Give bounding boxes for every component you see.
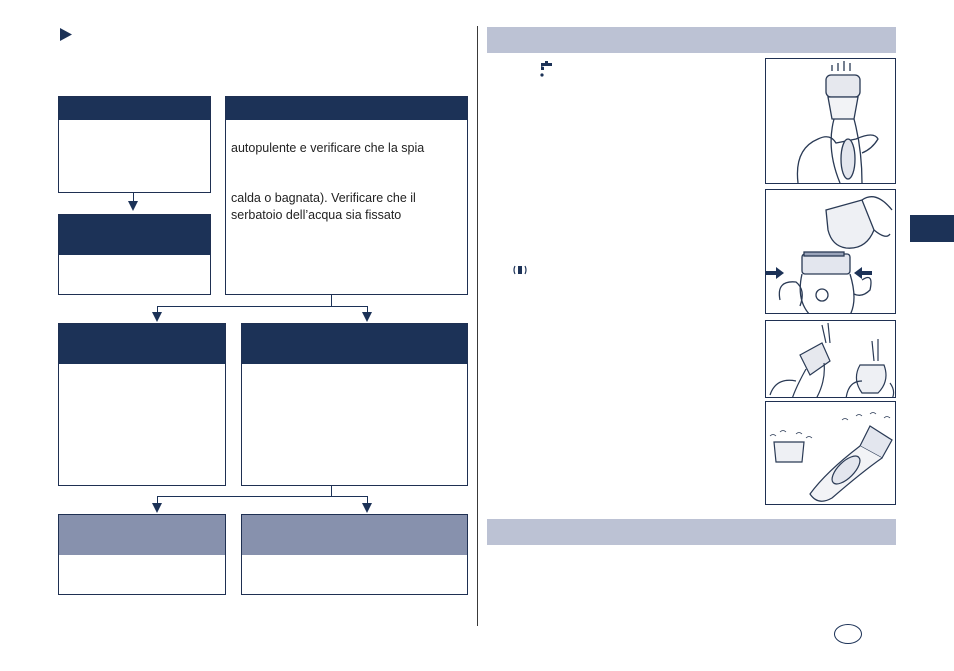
flow-text-line: calda o bagnata). Verificare che il <box>231 191 416 205</box>
arrow-down-icon <box>152 312 162 322</box>
flow-connector <box>331 295 332 306</box>
flow-box-center-left <box>58 323 226 486</box>
flow-connector <box>331 486 332 496</box>
arrow-left-icon <box>854 266 872 284</box>
flow-box-header <box>59 324 225 364</box>
flow-text-line: autopulente e verificare che la spia <box>231 141 425 155</box>
illustration-rinse-head <box>765 58 896 184</box>
illustration-rinse-under-water <box>765 320 896 398</box>
vibration-icon <box>512 263 528 281</box>
flow-connector <box>157 306 158 312</box>
flow-box-top-left <box>58 96 211 193</box>
language-tab <box>910 215 954 242</box>
flow-box-bottom-right <box>241 514 468 595</box>
flow-box-header <box>226 97 467 120</box>
flow-connector <box>157 496 158 503</box>
play-triangle-icon <box>60 28 73 46</box>
column-divider <box>477 26 478 626</box>
arrow-down-icon <box>152 503 162 513</box>
page-number-oval <box>834 624 862 644</box>
section-band-bottom <box>487 519 896 545</box>
flow-connector <box>367 306 368 312</box>
flow-box-header <box>59 515 225 555</box>
flow-connector <box>157 496 368 497</box>
flow-box-header <box>59 97 210 120</box>
arrow-right-icon <box>766 266 784 284</box>
flow-text-line: serbatoio dell’acqua sia fissato <box>231 208 402 222</box>
arrow-down-icon <box>362 312 372 322</box>
flow-box-header <box>59 215 210 255</box>
flow-box-middle-left <box>58 214 211 295</box>
flow-box-header <box>242 515 467 555</box>
illustration-drying <box>765 401 896 505</box>
water-tap-icon <box>537 61 555 84</box>
illustration-attach-frame <box>765 189 896 314</box>
flow-connector <box>157 306 368 307</box>
flow-box-header <box>242 324 467 364</box>
flow-box-center-right <box>241 323 468 486</box>
section-band-top <box>487 27 896 53</box>
arrow-down-icon <box>362 503 372 513</box>
flow-connector <box>133 193 134 201</box>
flow-box-top-right <box>225 96 468 295</box>
arrow-down-icon <box>128 201 138 211</box>
flow-box-bottom-left <box>58 514 226 595</box>
flow-connector <box>367 496 368 503</box>
